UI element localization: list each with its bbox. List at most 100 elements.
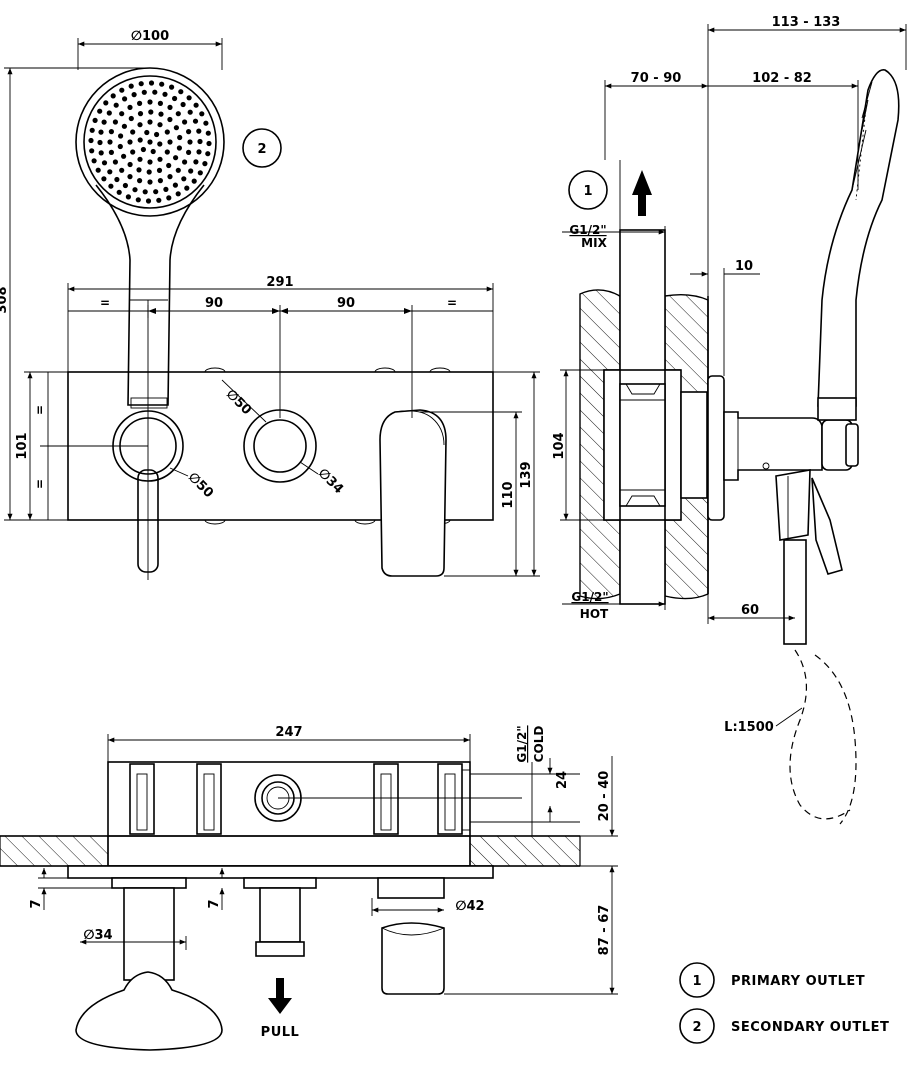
- nozzle-dot: [162, 91, 168, 97]
- nozzle-dot: [121, 123, 127, 129]
- nozzle-dot: [203, 120, 209, 126]
- dim-spacing-2: 90: [337, 296, 355, 311]
- nozzle-dot: [158, 111, 164, 117]
- dim-diameter-50-b: ∅50: [185, 470, 216, 501]
- nozzle-dot: [167, 139, 173, 145]
- nozzle-dot: [110, 93, 116, 99]
- nozzle-dot: [193, 159, 199, 165]
- nozzle-dot: [206, 140, 212, 147]
- dim-height-101: 101: [15, 432, 30, 459]
- nozzle-dot: [163, 186, 169, 192]
- svg-text:=: =: [100, 296, 110, 310]
- nozzle-dot: [167, 174, 173, 180]
- nozzle-dot: [137, 111, 144, 117]
- nozzle-dot: [119, 87, 125, 93]
- dim-diameter-34-top: ∅34: [83, 928, 112, 943]
- handshower-side: [817, 69, 900, 421]
- nozzle-dot: [141, 89, 147, 95]
- nozzle-dot: [118, 133, 124, 139]
- legend: 1 PRIMARY OUTLET 2 SECONDARY OUTLET: [679, 962, 889, 1044]
- dim-projection-range: 87 - 67: [597, 905, 612, 956]
- nozzle-dot: [175, 191, 181, 197]
- diverter-spindle-top: [75, 877, 223, 1051]
- nozzle-dot: [157, 156, 163, 162]
- nozzle-dot: [137, 100, 143, 106]
- nozzle-dot: [130, 129, 136, 135]
- nozzle-dot: [169, 84, 175, 90]
- nozzle-dot: [187, 139, 193, 145]
- nozzle-dot: [131, 92, 137, 98]
- nozzle-dot: [166, 195, 172, 201]
- nozzle-dot: [147, 139, 153, 145]
- dim-height-110: 110: [501, 481, 516, 508]
- nozzle-dot: [147, 179, 153, 185]
- nozzle-dot: [112, 119, 118, 125]
- nozzle-dot: [177, 134, 183, 141]
- valve-body-side: [603, 369, 725, 521]
- nozzle-dot: [121, 153, 127, 159]
- dim-showerhead-diameter: ∅100: [131, 29, 169, 44]
- nozzle-dot: [157, 178, 163, 184]
- nozzle-dot: [167, 116, 173, 123]
- nozzle-dot: [98, 150, 104, 156]
- legend-number: 1: [692, 974, 701, 989]
- nozzle-dot: [186, 129, 192, 135]
- nozzle-dot: [157, 141, 163, 147]
- nozzle-dot: [192, 118, 199, 124]
- nozzle-dot: [119, 167, 125, 173]
- label-mix: MIX: [581, 236, 607, 250]
- nozzle-dot: [180, 101, 186, 108]
- label-hose-length: L:1500: [724, 720, 774, 735]
- dim-plate: 10: [735, 259, 753, 274]
- nozzle-dot: [205, 130, 211, 136]
- nozzle-dot: [108, 149, 114, 155]
- nozzle-dot: [122, 182, 128, 189]
- nozzle-dot: [130, 149, 136, 155]
- nozzle-dot: [127, 139, 133, 145]
- dim-7-b: 7: [207, 899, 222, 908]
- nozzle-dot: [178, 89, 184, 95]
- nozzle-dot: [197, 138, 203, 145]
- nozzle-dot: [89, 148, 95, 154]
- nozzle-dot: [157, 100, 163, 106]
- dim-width-247: 247: [275, 725, 302, 740]
- nozzle-dot: [137, 137, 143, 143]
- nozzle-dot: [175, 167, 181, 173]
- legend-label: PRIMARY OUTLET: [731, 974, 865, 989]
- nozzle-dot: [172, 182, 178, 188]
- top-view: PULL 247 G1/2" COLD 24 20 - 40 87 - 67 ∅…: [0, 725, 618, 1051]
- label-cold: COLD: [532, 726, 546, 763]
- shower-holder-side: [723, 411, 859, 645]
- nozzle-dot: [92, 117, 98, 123]
- dim-total-depth: 113 - 133: [772, 15, 841, 30]
- nozzle-dot: [150, 148, 156, 155]
- nozzle-dot: [154, 131, 160, 138]
- nozzle-dot: [117, 143, 123, 150]
- nozzle-dot: [125, 194, 131, 200]
- dim-spacing-1: 90: [205, 296, 223, 311]
- dim-depth-a: 70 - 90: [631, 71, 682, 86]
- nozzle-dot: [182, 159, 188, 165]
- svg-text:=: =: [447, 296, 457, 310]
- nozzle-dot: [173, 155, 179, 161]
- nozzle-dot: [153, 189, 159, 195]
- nozzle-dot: [187, 109, 193, 115]
- nozzle-dot: [152, 89, 158, 95]
- nozzle-dot: [95, 167, 101, 173]
- nozzle-dot: [140, 146, 146, 153]
- nozzle-dot: [188, 168, 194, 174]
- dim-diameter-34: ∅34: [315, 466, 346, 497]
- nozzle-dot: [108, 183, 114, 189]
- diverter-knob: [112, 300, 184, 580]
- nozzle-dot: [146, 169, 152, 175]
- nozzle-dot: [144, 129, 150, 136]
- nozzle-dot: [196, 149, 202, 155]
- nozzle-dot: [199, 111, 205, 117]
- legend-number: 2: [692, 1020, 701, 1035]
- nozzle-dot: [116, 189, 122, 195]
- front-view: ∅100 308 291 = = 90 90 101 = = 110 139 ∅: [0, 29, 540, 580]
- nozzle-dot: [191, 178, 197, 184]
- nozzle-dot: [167, 104, 173, 110]
- spray-nozzles: [88, 80, 212, 204]
- label-cold-thread: G1/2": [515, 725, 529, 762]
